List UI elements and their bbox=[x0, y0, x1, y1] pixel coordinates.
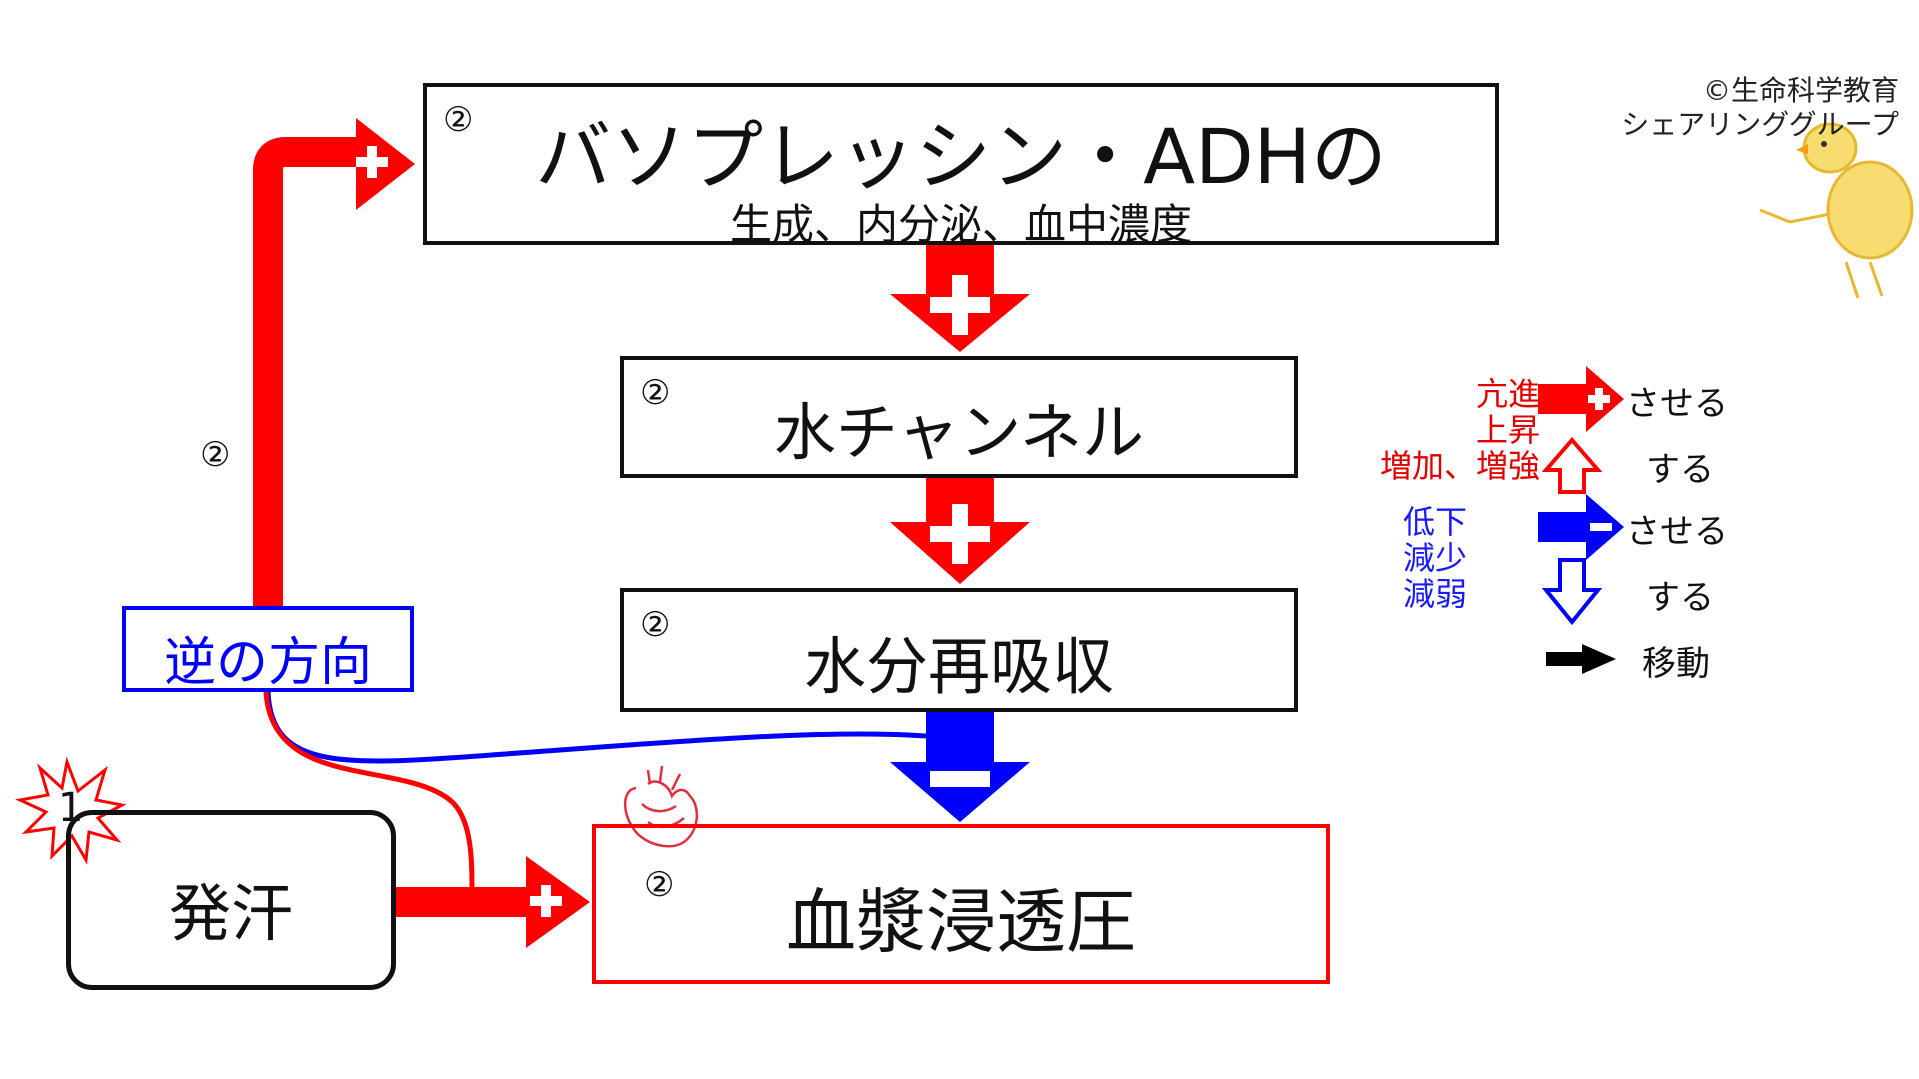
legend-cause-label-red: させる bbox=[1626, 384, 1728, 424]
water-channel-step: ② bbox=[640, 373, 671, 413]
arrow-minus-3 bbox=[890, 712, 1030, 822]
water-reabsorption-step: ② bbox=[640, 605, 671, 645]
plasma-osmotic-box: ② 血漿浸透圧 bbox=[592, 824, 1330, 984]
chick-drawing bbox=[1759, 122, 1914, 299]
copyright: ©生命科学教育 シェアリンググループ bbox=[1621, 74, 1899, 142]
sweating-title: 発汗 bbox=[168, 877, 293, 950]
legend-decrease-word-1: 低下 bbox=[1402, 503, 1467, 541]
legend-increase-word-2: 上昇 bbox=[1475, 411, 1540, 449]
water-reabsorption-title: 水分再吸収 bbox=[803, 630, 1114, 703]
legend-move-label: 移動 bbox=[1642, 644, 1710, 684]
plasma-osmotic-step: ② bbox=[644, 865, 675, 905]
legend-blue-down-arrow bbox=[1541, 558, 1603, 626]
legend-decrease-word-3: 減弱 bbox=[1402, 575, 1467, 613]
feedback-red-curve bbox=[263, 691, 475, 893]
feedback-red-arrow bbox=[253, 118, 415, 612]
vasopressin-subtitle: 生成、内分泌、血中濃度 bbox=[729, 200, 1192, 249]
sweating-box: 発汗 bbox=[66, 810, 396, 990]
vasopressin-title: バソプレッシン・ADHの bbox=[535, 112, 1387, 201]
legend-self-label-red: する bbox=[1646, 450, 1714, 490]
water-channel-title: 水チャンネル bbox=[773, 396, 1145, 469]
legend-increase-word-1: 亢進 bbox=[1475, 375, 1540, 413]
legend-decrease-words: 低下 減少 減弱 bbox=[1380, 504, 1490, 612]
legend-increase-words: 亢進 上昇 増加、増強 bbox=[1360, 376, 1540, 484]
arrow-plus-sweat bbox=[394, 856, 590, 948]
legend-red-up-arrow bbox=[1541, 436, 1603, 494]
vasopressin-box: ② バソプレッシン・ADHの 生成、内分泌、血中濃度 bbox=[423, 83, 1499, 249]
legend-blue-right-arrow bbox=[1538, 494, 1624, 560]
legend-decrease-word-2: 減少 bbox=[1402, 539, 1467, 577]
legend-self-label-blue: する bbox=[1646, 578, 1714, 618]
water-channel-box: ② 水チャンネル bbox=[620, 356, 1298, 478]
copyright-line2: シェアリンググループ bbox=[1621, 108, 1899, 141]
feedback-label: 逆の方向 bbox=[163, 633, 372, 693]
water-reabsorption-box: ② 水分再吸収 bbox=[620, 588, 1298, 712]
copyright-line1: ©生命科学教育 bbox=[1702, 74, 1899, 107]
legend-increase-word-3: 増加、増強 bbox=[1379, 447, 1540, 485]
vasopressin-step: ② bbox=[443, 100, 474, 140]
feedback-box: 逆の方向 bbox=[122, 606, 414, 693]
feedback-step: ② bbox=[200, 435, 231, 475]
legend-red-right-arrow bbox=[1538, 366, 1624, 432]
burst-icon bbox=[15, 756, 127, 865]
sweating-step: 1 bbox=[58, 785, 84, 831]
arrow-plus-1 bbox=[890, 245, 1030, 352]
arrow-plus-2 bbox=[890, 478, 1030, 584]
legend-cause-label-blue: させる bbox=[1626, 512, 1728, 552]
plasma-osmotic-title: 血漿浸透圧 bbox=[786, 881, 1136, 963]
legend-black-arrow bbox=[1546, 644, 1616, 674]
